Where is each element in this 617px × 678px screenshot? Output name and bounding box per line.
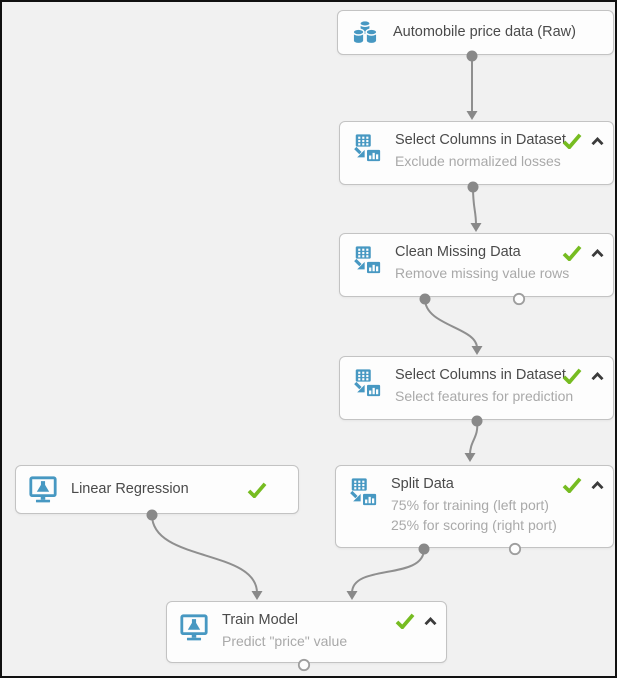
- node-title: Split Data: [391, 476, 454, 492]
- node-linear-regression[interactable]: Linear Regression: [15, 465, 299, 514]
- arrowhead-icon: [346, 591, 358, 600]
- node-subtitle: 75% for training (left port): [391, 497, 549, 513]
- edge-clean-to-select2[interactable]: [424, 298, 478, 349]
- node-split-data[interactable]: Split Data 75% for training (left port) …: [335, 465, 614, 548]
- node-subtitle: Predict "price" value: [222, 633, 348, 649]
- dataset-icon: [350, 18, 380, 48]
- edge-select1-to-clean[interactable]: [472, 186, 477, 226]
- success-check-icon: [395, 613, 415, 629]
- node-title: Automobile price data (Raw): [393, 24, 576, 40]
- success-check-icon: [562, 368, 582, 384]
- node-automobile-price-data[interactable]: Automobile price data (Raw): [337, 10, 614, 55]
- node-clean-missing-data[interactable]: Clean Missing Data Remove missing value …: [339, 233, 614, 297]
- node-title: Select Columns in Dataset: [395, 132, 566, 148]
- success-check-icon: [562, 477, 582, 493]
- node-title: Select Columns in Dataset: [395, 367, 566, 383]
- node-subtitle: Exclude normalized losses: [395, 153, 561, 169]
- edge-split-to-train[interactable]: [351, 548, 425, 594]
- chevron-up-icon[interactable]: [591, 248, 604, 258]
- model-module-icon: [179, 613, 209, 643]
- chevron-up-icon[interactable]: [591, 371, 604, 381]
- node-select-columns-2[interactable]: Select Columns in Dataset Select feature…: [339, 356, 614, 420]
- chevron-up-icon[interactable]: [591, 136, 604, 146]
- node-train-model[interactable]: Train Model Predict "price" value: [166, 601, 447, 663]
- chevron-up-icon[interactable]: [424, 616, 437, 626]
- node-title: Linear Regression: [71, 481, 189, 497]
- transform-module-icon: [352, 245, 382, 275]
- node-title: Clean Missing Data: [395, 244, 521, 260]
- node-subtitle-2: 25% for scoring (right port): [391, 517, 557, 533]
- node-subtitle: Select features for prediction: [395, 388, 574, 404]
- model-module-icon: [28, 475, 58, 505]
- node-subtitle: Remove missing value rows: [395, 265, 570, 281]
- arrowhead-icon: [470, 223, 482, 232]
- edge-select2-to-split[interactable]: [469, 420, 479, 456]
- arrowhead-icon: [466, 111, 478, 120]
- chevron-up-icon[interactable]: [591, 480, 604, 490]
- arrowhead-icon: [464, 453, 476, 462]
- success-check-icon: [562, 245, 582, 261]
- node-select-columns-1[interactable]: Select Columns in Dataset Exclude normal…: [339, 121, 614, 185]
- arrowhead-icon: [251, 591, 263, 600]
- transform-module-icon: [348, 477, 378, 507]
- transform-module-icon: [352, 133, 382, 163]
- transform-module-icon: [352, 368, 382, 398]
- node-title: Train Model: [222, 612, 299, 628]
- success-check-icon: [562, 133, 582, 149]
- arrowhead-icon: [471, 346, 483, 355]
- edge-regression-to-train[interactable]: [151, 514, 258, 594]
- success-check-icon: [247, 482, 267, 498]
